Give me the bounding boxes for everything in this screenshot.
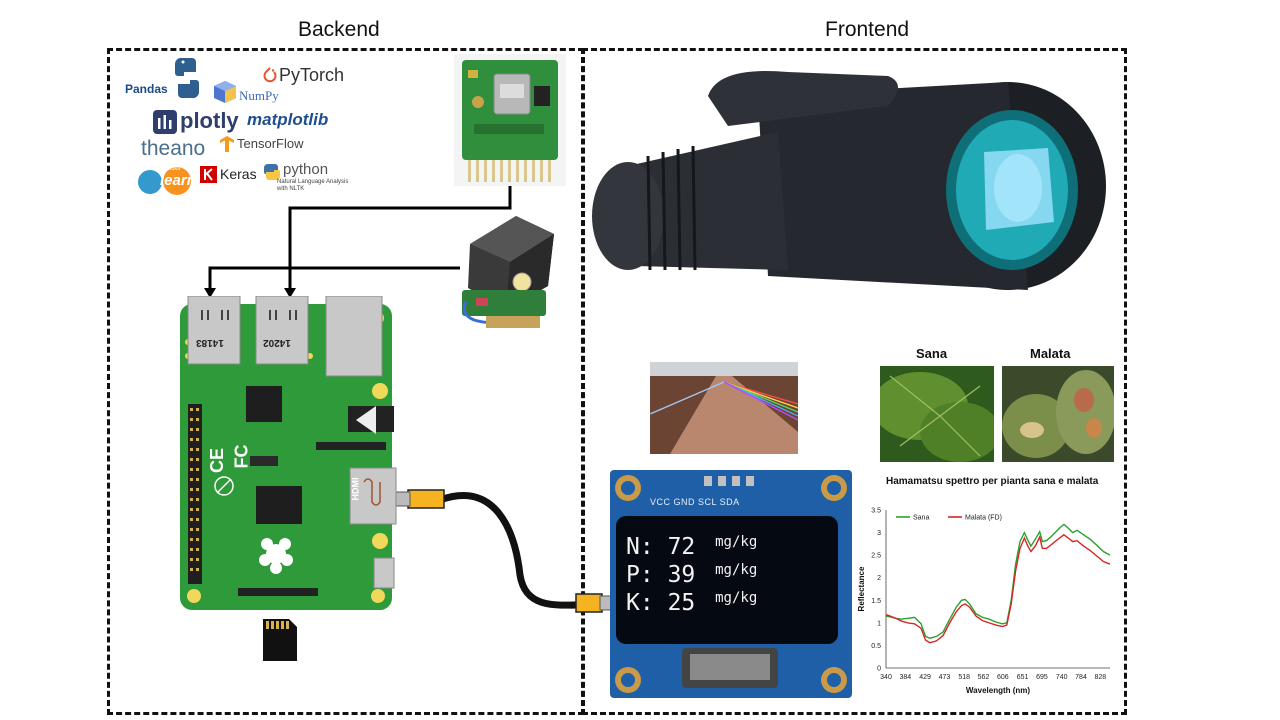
theano-logo: theano [141,137,206,160]
monocular-image [588,56,1120,296]
x-tick-label: 784 [1075,674,1087,681]
field-spectrum-photo [650,362,798,454]
oled-pin-labels: VCC GND SCL SDA [650,497,740,507]
oled-screen: N: 72 mg/kg P: 39 mg/kg K: 25 mg/kg [616,516,838,644]
frontend-title: Frontend [825,18,910,41]
legend-label-sana: Sana [913,515,929,522]
x-tick-label: 651 [1017,674,1029,681]
tensorflow-logo: TensorFlow [237,136,304,151]
legend-label-malata: Malata (FD) [965,515,1002,522]
tensorflow-icon [220,136,234,152]
x-tick-label: 828 [1094,674,1106,681]
python-snake-icon [174,57,200,99]
plotly-icon [153,110,177,134]
scikit-learn-blob-icon [138,167,191,195]
python-nltk-logo: python [283,161,329,178]
spectrometer-module [462,216,554,328]
raspberry-pi-board [180,296,397,610]
y-tick-label: 3 [877,530,881,537]
phosphorus-label: P: [626,562,654,588]
scikit-small-text: scikit [167,166,181,172]
spectrum-chart: 0 0.5 1 1.5 2 2.5 3 3.5 340 384 429 473 518 562 606 651… [857,508,1111,695]
y-tick-label: 0.5 [871,643,881,650]
potassium-label: K: [626,590,654,616]
y-tick-label: 1.5 [871,598,881,605]
usb-port-label-left: 14183 [196,337,224,348]
x-tick-label: 740 [1056,674,1068,681]
potassium-value: 25 [667,590,696,616]
oled-row-phosphorus: P: 39 mg/kg [626,562,757,588]
microsd-card [263,619,297,661]
nltk-caption-line2: with NLTK [277,186,305,192]
healthy-leaf-photo [880,366,994,462]
x-tick-label: 518 [958,674,970,681]
phosphorus-unit: mg/kg [715,562,758,578]
x-tick-label: 606 [997,674,1009,681]
usb-port-label-right: 14202 [263,337,291,348]
series-line-malata [885,533,1111,644]
python-small-icon [264,163,280,181]
pytorch-logo: PyTorch [279,65,345,85]
x-tick-label: 562 [978,674,990,681]
nitrogen-label: N: [626,534,654,560]
matplotlib-logo: matplotlib [247,110,329,129]
keras-logo: Keras [220,166,257,182]
numpy-logo: NumPy [239,88,279,103]
y-tick-label: 2.5 [871,553,881,560]
x-axis-label: Wavelength (nm) [966,686,1030,695]
spectral-sensor-board [454,54,566,186]
board-ce-mark: CE [207,447,228,474]
x-tick-label: 384 [899,674,911,681]
healthy-leaf-label: Sana [916,346,948,361]
x-tick-label: 340 [880,674,892,681]
frontend-panel [582,48,1127,715]
phosphorus-value: 39 [667,562,696,588]
pandas-logo: Pandas [125,82,168,96]
x-tick-label: 695 [1036,674,1048,681]
x-tick-label: 473 [939,674,951,681]
y-axis-label: Reflectance [857,566,866,611]
y-tick-label: 0 [877,666,881,673]
nltk-caption-line1: Natural Language Analysis [277,179,349,185]
potassium-unit: mg/kg [715,590,758,606]
oled-row-potassium: K: 25 mg/kg [626,590,757,616]
pytorch-flame-icon [263,67,277,83]
board-fc-mark: FC [231,444,252,469]
chart-title: Hamamatsu spettro per pianta sana e mala… [886,476,1099,487]
y-tick-label: 2 [877,575,881,582]
keras-icon [200,166,217,183]
scikit-learn-logo: learn [160,172,196,189]
hdmi-label: HDMI [350,477,361,501]
nitrogen-value: 72 [667,534,696,560]
y-tick-label: 1 [877,620,881,627]
nitrogen-unit: mg/kg [715,534,758,550]
backend-title: Backend [298,18,380,41]
oled-row-nitrogen: N: 72 mg/kg [626,534,757,560]
y-tick-label: 3.5 [871,508,881,515]
x-tick-label: 429 [919,674,931,681]
diseased-leaf-photo [1002,366,1114,462]
diseased-leaf-label: Malata [1030,346,1071,361]
numpy-cube-icon [214,81,236,103]
plotly-logo: plotly [180,108,239,133]
